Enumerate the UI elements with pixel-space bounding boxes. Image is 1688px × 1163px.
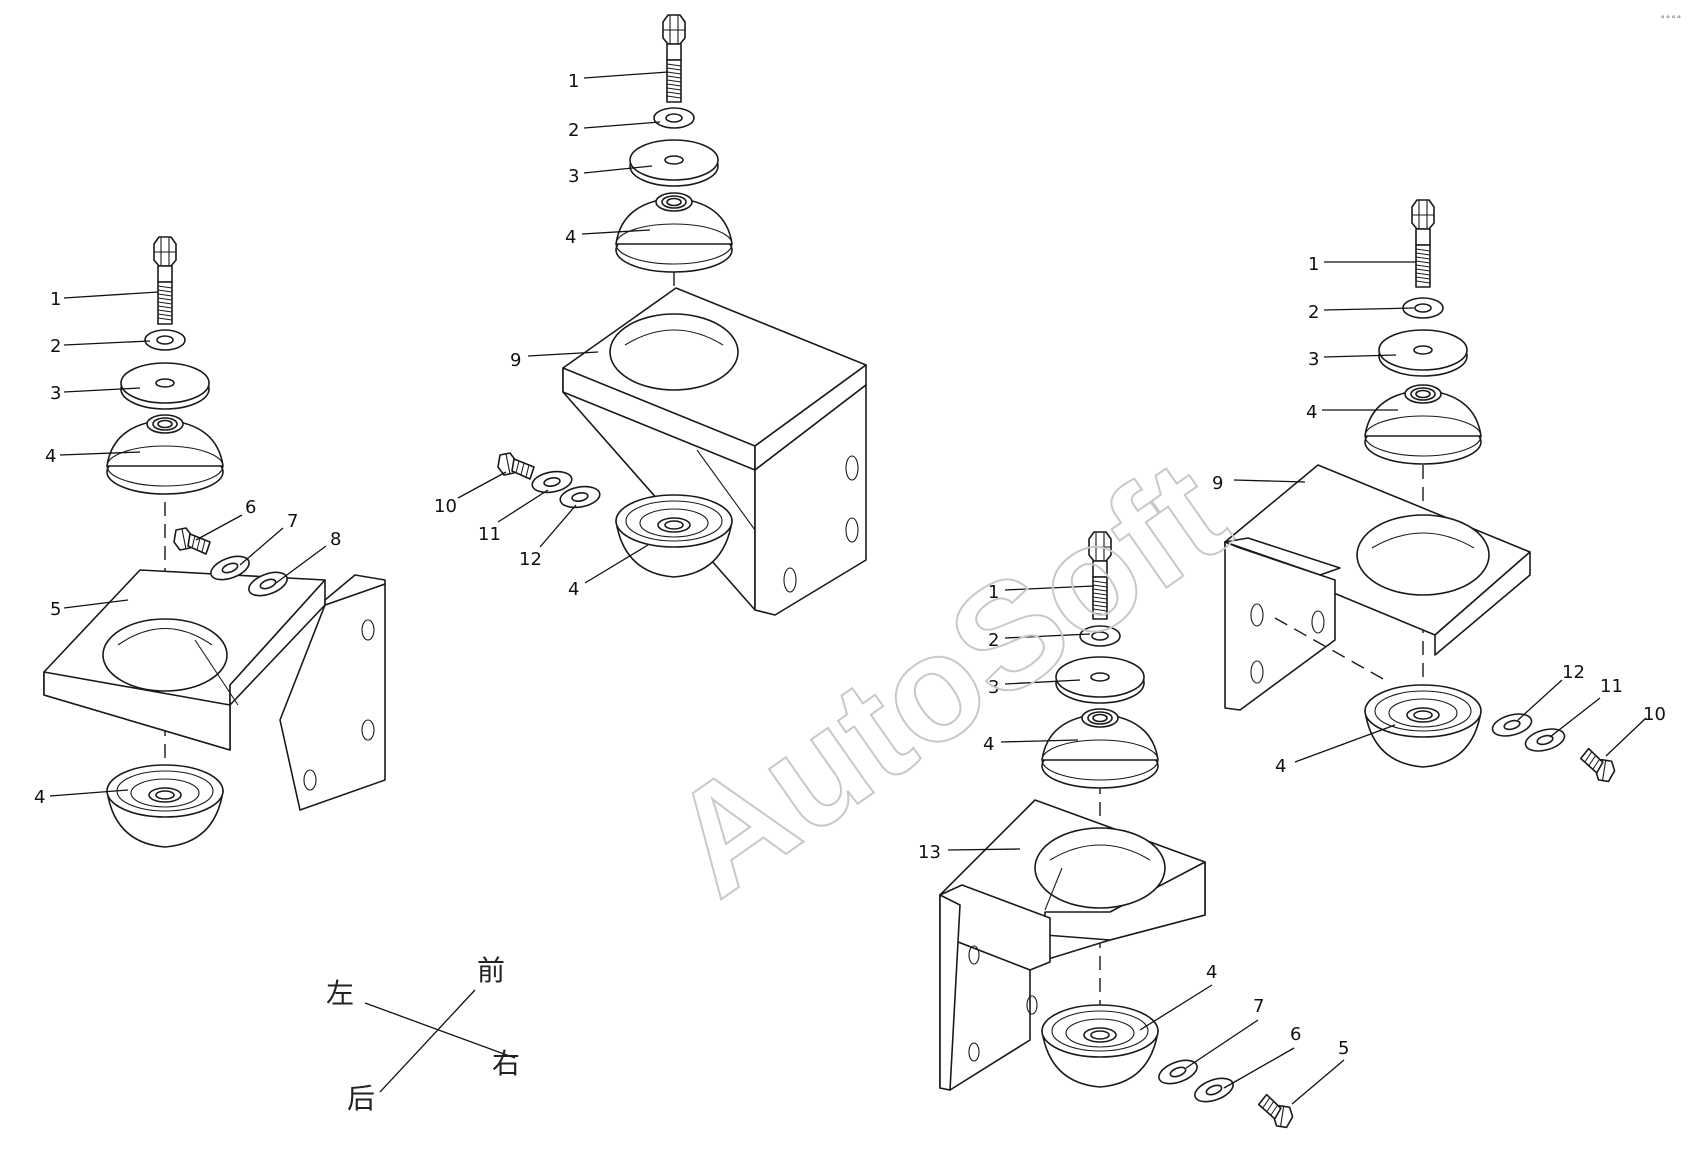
svg-text:4: 4 bbox=[1306, 402, 1317, 423]
svg-text:11: 11 bbox=[478, 524, 501, 545]
svg-text:2: 2 bbox=[988, 630, 999, 651]
compass-left-label: 左 bbox=[326, 977, 354, 1010]
svg-text:12: 12 bbox=[519, 549, 542, 570]
svg-text:4: 4 bbox=[1275, 756, 1286, 777]
svg-text:3: 3 bbox=[568, 166, 579, 187]
svg-text:2: 2 bbox=[568, 120, 579, 141]
svg-text:2: 2 bbox=[50, 336, 61, 357]
svg-text:7: 7 bbox=[287, 511, 298, 532]
svg-text:1: 1 bbox=[50, 289, 61, 310]
svg-text:3: 3 bbox=[1308, 349, 1319, 370]
svg-text:6: 6 bbox=[1290, 1024, 1301, 1045]
svg-text:7: 7 bbox=[1253, 996, 1264, 1017]
svg-text:5: 5 bbox=[1338, 1038, 1349, 1059]
svg-text:2: 2 bbox=[1308, 302, 1319, 323]
svg-text:9: 9 bbox=[510, 350, 521, 371]
svg-text:9: 9 bbox=[1212, 473, 1223, 494]
svg-text:13: 13 bbox=[918, 842, 941, 863]
svg-text:12: 12 bbox=[1562, 662, 1585, 683]
right-mount-assembly: 1 2 3 4 9 12 11 10 4 bbox=[1212, 199, 1666, 785]
svg-text:4: 4 bbox=[34, 787, 45, 808]
front-center-mount-assembly: 1 2 3 4 13 4 7 6 5 bbox=[918, 531, 1349, 1131]
right-callouts: 1 2 3 4 9 12 11 10 4 bbox=[1212, 254, 1666, 777]
left-mount-assembly: 1 2 3 4 6 7 8 5 4 bbox=[34, 236, 386, 848]
svg-text:3: 3 bbox=[50, 383, 61, 404]
svg-text:11: 11 bbox=[1600, 676, 1623, 697]
svg-text:10: 10 bbox=[434, 496, 457, 517]
svg-text:4: 4 bbox=[565, 227, 576, 248]
svg-text:8: 8 bbox=[330, 529, 341, 550]
svg-text:1: 1 bbox=[568, 71, 579, 92]
compass-right-label: 右 bbox=[492, 1047, 520, 1080]
svg-text:1: 1 bbox=[1308, 254, 1319, 275]
svg-text:4: 4 bbox=[983, 734, 994, 755]
rear-center-mount-assembly: 1 2 3 4 9 10 11 12 4 bbox=[434, 14, 867, 616]
svg-text:4: 4 bbox=[1206, 962, 1217, 983]
svg-text:1: 1 bbox=[988, 582, 999, 603]
corner-mark: °°°° bbox=[1660, 15, 1682, 25]
svg-text:10: 10 bbox=[1643, 704, 1666, 725]
svg-text:6: 6 bbox=[245, 497, 256, 518]
left-callouts: 1 2 3 4 6 7 8 5 4 bbox=[34, 289, 341, 808]
direction-compass: 左 前 右 后 bbox=[326, 954, 520, 1115]
front-center-callouts: 1 2 3 4 13 4 7 6 5 bbox=[918, 582, 1349, 1105]
compass-rear-label: 后 bbox=[347, 1082, 375, 1115]
svg-text:4: 4 bbox=[568, 579, 579, 600]
rear-center-callouts: 1 2 3 4 9 10 11 12 4 bbox=[434, 71, 669, 600]
svg-text:5: 5 bbox=[50, 599, 61, 620]
svg-text:3: 3 bbox=[988, 677, 999, 698]
compass-front-label: 前 bbox=[477, 954, 505, 987]
svg-text:4: 4 bbox=[45, 446, 56, 467]
